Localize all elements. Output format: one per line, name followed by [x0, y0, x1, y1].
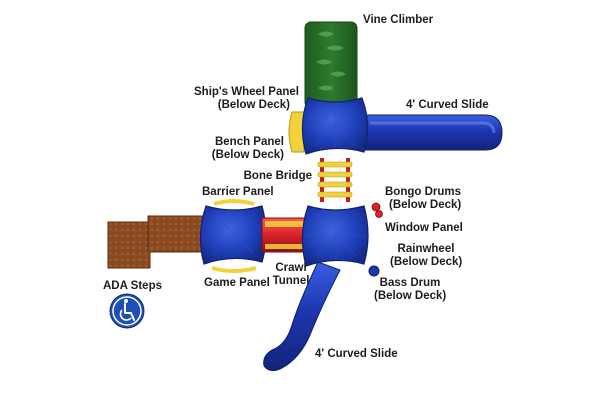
label-curved-slide-bottom: 4' Curved Slide: [315, 348, 398, 360]
curved-slide-bottom: [263, 261, 341, 372]
label-bench-line1: Bench Panel: [214, 136, 284, 148]
bass-drum: [368, 265, 380, 277]
label-bass-line1: Bass Drum: [379, 277, 441, 289]
label-ada-steps: ADA Steps: [103, 280, 162, 292]
label-bongo-drums: Bongo Drums (Below Deck): [385, 186, 461, 212]
deck-left: [199, 205, 267, 265]
label-bench-panel: Bench Panel (Below Deck): [200, 136, 284, 162]
game-panel: [211, 266, 257, 273]
label-bass-line2: (Below Deck): [374, 290, 447, 302]
label-curved-slide-top: 4' Curved Slide: [406, 99, 489, 111]
label-bass-drum: Bass Drum (Below Deck): [374, 277, 446, 303]
label-ships-wheel-panel: Ship's Wheel Panel (Below Deck): [194, 86, 299, 112]
label-bench-line2: (Below Deck): [211, 149, 284, 161]
curved-slide-top: [359, 114, 503, 151]
bone-bridge: [317, 158, 353, 202]
vine-climber: [304, 21, 358, 109]
bongo-drums: [371, 202, 383, 218]
label-window-panel: Window Panel: [385, 222, 463, 234]
deck-top: [301, 97, 369, 155]
ada-steps: [107, 215, 211, 269]
label-ships-wheel-line1: Ship's Wheel Panel: [194, 86, 299, 98]
label-rainwheel-line2: (Below Deck): [390, 256, 463, 268]
label-crawl-tunnel: Crawl Tunnel: [266, 262, 316, 288]
label-vine-climber: Vine Climber: [363, 14, 434, 26]
deck-center: [301, 205, 369, 267]
label-bone-bridge: Bone Bridge: [243, 170, 312, 182]
label-rainwheel: Rainwheel (Below Deck): [390, 243, 462, 269]
label-crawl-line2: Tunnel: [272, 275, 310, 287]
label-bongo-line1: Bongo Drums: [385, 186, 462, 198]
label-crawl-line1: Crawl: [275, 262, 307, 274]
bench-panel: [288, 111, 305, 153]
barrier-panel: [213, 199, 255, 206]
label-game-panel: Game Panel: [204, 277, 270, 289]
label-barrier-panel: Barrier Panel: [202, 186, 274, 198]
label-rainwheel-line1: Rainwheel: [397, 243, 455, 255]
wheelchair-icon: [109, 293, 145, 329]
label-bongo-line2: (Below Deck): [389, 199, 462, 211]
label-ships-wheel-line2: (Below Deck): [217, 99, 290, 111]
